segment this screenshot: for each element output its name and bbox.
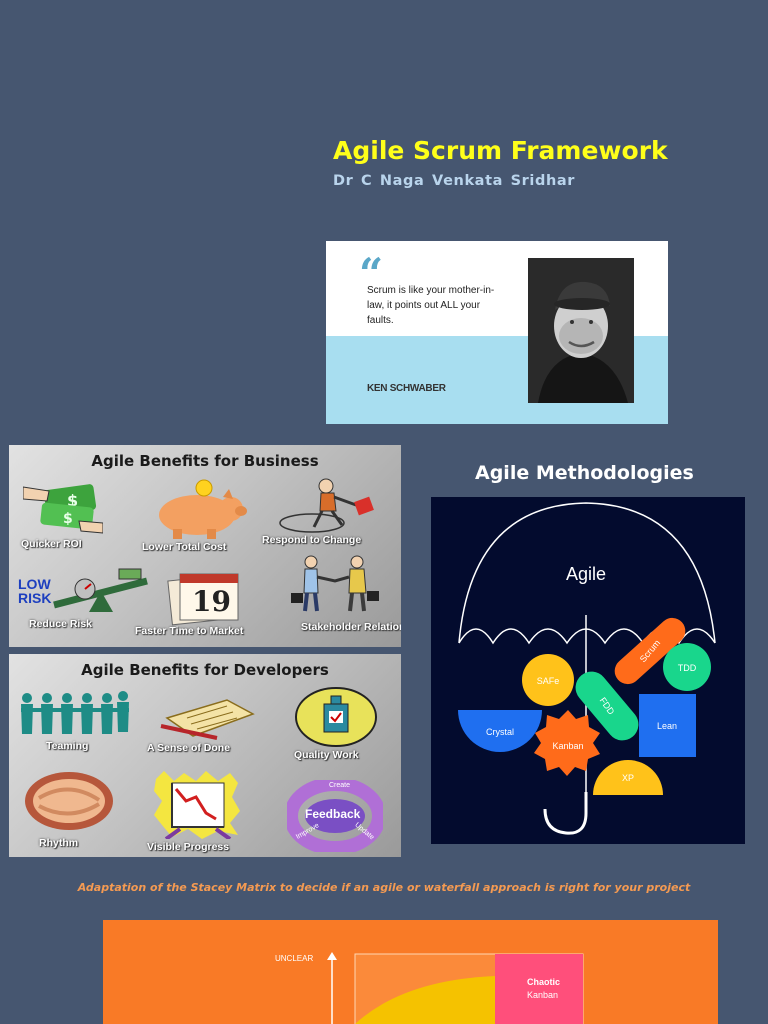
team-people-icon [17, 690, 129, 736]
clipboard-done-icon [157, 696, 257, 744]
piggy-bank-icon [149, 479, 249, 541]
feedback-cycle-icon [287, 780, 383, 852]
umbrella-label: Agile [566, 564, 606, 584]
stacey-complex-zone [355, 976, 495, 1024]
kanban-label: Kanban [552, 741, 583, 751]
stacey-chaotic-label: Chaotic [527, 977, 561, 987]
safe-shape [522, 654, 574, 706]
developer-item-label: Quality Work [294, 749, 359, 761]
fdd-shape [575, 671, 639, 741]
quality-badge-icon [293, 686, 379, 748]
lean-shape [639, 694, 696, 757]
business-item-label: Stakeholder Relations [301, 621, 401, 633]
developer-panel-title: Agile Benefits for Developers [81, 661, 329, 679]
business-item-label: Lower Total Cost [142, 541, 227, 553]
quote-text: Scrum is like your mother-in-law, it poi… [367, 285, 495, 326]
tdd-label: TDD [678, 663, 697, 673]
xp-shape [593, 760, 663, 795]
business-item-label: Quicker ROI [21, 538, 82, 550]
quote-mark-icon: “ [359, 249, 384, 298]
tdd-shape [663, 643, 711, 691]
calendar-number: 19 [192, 585, 231, 618]
stacey-chaotic-method: Kanban [527, 990, 559, 1000]
umbrella-canopy [458, 502, 716, 644]
lean-label: Lean [657, 721, 677, 731]
business-item-label: Reduce Risk [29, 618, 93, 630]
quote-card: “ Scrum is like your mother-in-law, it p… [326, 241, 668, 424]
kanban-shape [534, 710, 600, 776]
cycle-label-create: Create [329, 782, 351, 789]
stacey-caption: Adaptation of the Stacey Matrix to decid… [77, 881, 691, 894]
developer-item-label: Visible Progress [147, 841, 230, 853]
methodologies-title: Agile Methodologies [475, 462, 694, 484]
business-panel-title: Agile Benefits for Business [91, 452, 319, 470]
xp-label: XP [622, 773, 634, 783]
stacey-matrix: UNCLEAR Chaotic Kanban [103, 920, 718, 1024]
progress-chart-icon [154, 771, 240, 839]
author-photo [528, 258, 634, 403]
stacey-chaotic-zone [495, 954, 583, 1024]
quote-author: KEN SCHWABER [367, 383, 446, 394]
svg-text:$: $ [63, 511, 73, 527]
developer-item-label: Teaming [46, 740, 89, 752]
scrum-shape [614, 617, 686, 685]
business-item-label: Faster Time to Market [135, 625, 244, 637]
author-name: Dr C Naga Venkata Sridhar [333, 173, 576, 189]
developer-item-label: A Sense of Done [147, 742, 231, 754]
low-risk-label: LOW RISK [18, 576, 52, 606]
safe-label: SAFe [537, 676, 560, 686]
seesaw-scale-icon [49, 567, 149, 617]
crystal-label: Crystal [486, 727, 514, 737]
crystal-shape [458, 710, 542, 752]
document-title: Agile Scrum Framework [333, 136, 668, 165]
money-exchange-icon: $ $ [23, 481, 103, 536]
business-benefits-panel: Agile Benefits for Business $ $ Quicker … [9, 445, 401, 647]
stacey-axis-label: UNCLEAR [275, 954, 314, 963]
cycle-label-feedback: Feedback [305, 807, 361, 821]
umbrella-handle [543, 792, 588, 835]
handshake-people-icon [287, 553, 382, 615]
business-item-label: Respond to Change [262, 534, 362, 546]
calendar-icon [166, 568, 246, 626]
svg-text:$: $ [67, 491, 78, 510]
stacey-axis-arrow [327, 952, 337, 960]
hands-together-icon [23, 770, 115, 832]
methodologies-diagram: Agile Crystal SAFe Scrum TDD FDD Lean Ka… [431, 497, 745, 844]
developer-benefits-panel: Agile Benefits for Developers Teaming A … [9, 654, 401, 857]
businessman-running-icon [276, 477, 381, 535]
developer-item-label: Rhythm [39, 837, 79, 849]
